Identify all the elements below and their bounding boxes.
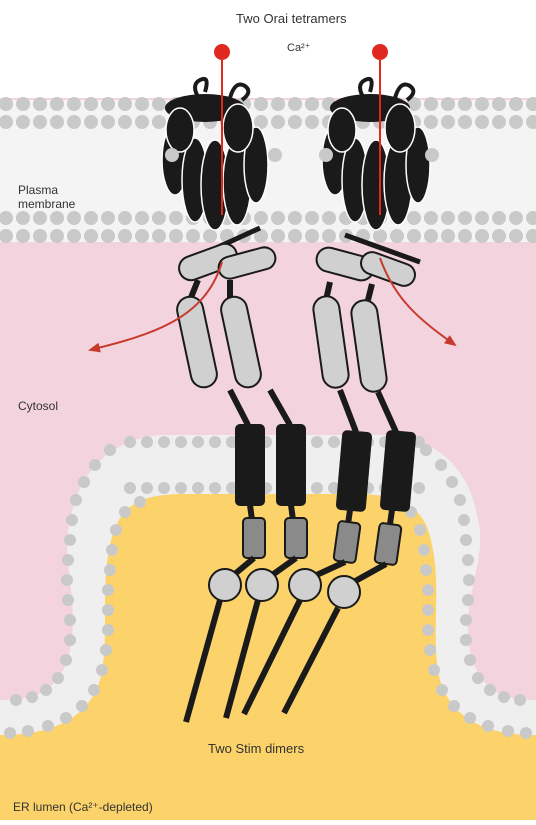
calcium-ion-icon [214, 44, 230, 60]
calcium-ion-label: Ca²⁺ [287, 41, 311, 56]
stim-dimers-label: Two Stim dimers [208, 741, 304, 756]
er-lumen-label: ER lumen (Ca²⁺-depleted) [13, 800, 153, 815]
calcium-ion-icon [372, 44, 388, 60]
cytosol-label: Cytosol [18, 399, 58, 414]
plasma-membrane-label: Plasma membrane [18, 183, 88, 211]
orai-tetramers-label: Two Orai tetramers [236, 11, 347, 26]
